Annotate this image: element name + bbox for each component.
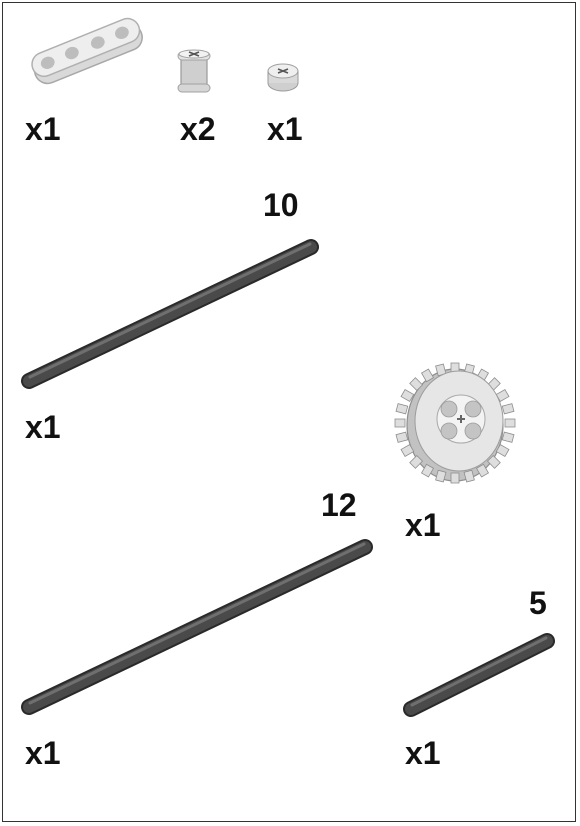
bush-full-quantity: x2 [180,111,216,147]
axle-icon [21,239,319,389]
axle-12-part [19,531,379,721]
bush-icon [177,49,211,93]
bush-full-part [177,46,211,96]
gear-24-quantity: x1 [405,507,441,543]
axle-5-length-label: 5 [529,585,547,621]
axle-10-length-label: 10 [263,187,299,223]
gear-24-part [394,357,516,497]
liftarm-part [23,13,153,93]
half-bush-icon [267,63,299,92]
axle-12-quantity: x1 [25,735,61,771]
bush-half-quantity: x1 [267,111,303,147]
axle-10-quantity: x1 [25,409,61,445]
axle-icon [21,539,373,715]
liftarm-quantity: x1 [25,111,61,147]
axle-10-part [19,231,323,401]
axle-icon [403,633,555,717]
gear-icon [394,362,516,484]
axle-5-quantity: x1 [405,735,441,771]
bush-half-part [265,61,301,95]
axle-12-length-label: 12 [321,487,357,523]
liftarm-icon [31,17,143,85]
axle-5-part [401,627,561,723]
